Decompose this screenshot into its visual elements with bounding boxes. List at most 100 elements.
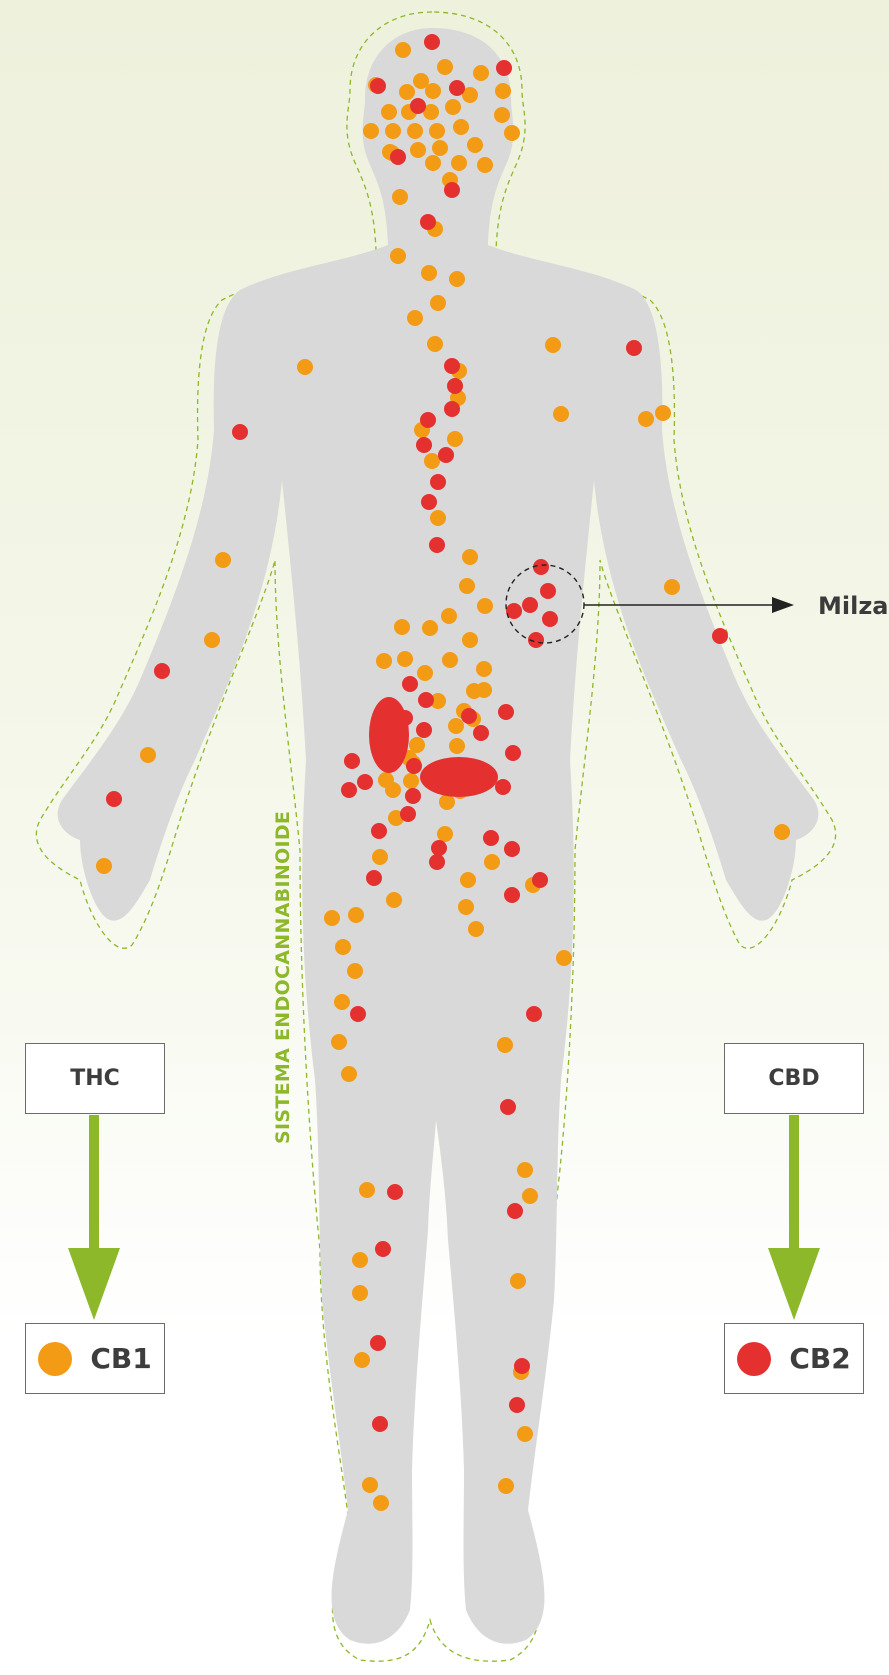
cb1-receptor-dot	[407, 123, 423, 139]
cb1-receptor-dot	[395, 42, 411, 58]
cb1-receptor-dot	[510, 1273, 526, 1289]
cb2-receptor-dot	[444, 182, 460, 198]
cb1-receptor-dot	[394, 619, 410, 635]
cb1-receptor-dot	[324, 910, 340, 926]
cb2-receptor-dot	[483, 830, 499, 846]
cb2-receptor-dot	[375, 1241, 391, 1257]
cb1-receptor-dot	[517, 1162, 533, 1178]
cb1-receptor-dot	[392, 189, 408, 205]
cb1-receptor-dot	[381, 104, 397, 120]
cb1-receptor-dot	[553, 406, 569, 422]
cb1-receptor-dot	[140, 747, 156, 763]
cb2-receptor-dot	[542, 611, 558, 627]
cb1-receptor-dot	[655, 405, 671, 421]
cb1-receptor-dot	[494, 107, 510, 123]
cb1-receptor-dot	[359, 1182, 375, 1198]
cb1-receptor-dot	[424, 453, 440, 469]
cb2-receptor-dot	[357, 774, 373, 790]
liver-organ-blob	[369, 697, 409, 773]
cb2-receptor-dot	[429, 854, 445, 870]
cb1-receptor-dot	[347, 963, 363, 979]
cb2-receptor-dot	[416, 437, 432, 453]
cb1-receptor-dot	[545, 337, 561, 353]
cb2-receptor-dot	[526, 1006, 542, 1022]
cb2-receptor-dot	[712, 628, 728, 644]
cb2-receptor-dot	[154, 663, 170, 679]
cb1-receptor-dot	[453, 119, 469, 135]
cb1-receptor-dot	[376, 653, 392, 669]
cb1-receptor-dot	[297, 359, 313, 375]
cb2-receptor-dot	[507, 1203, 523, 1219]
cb2-receptor-dot	[532, 872, 548, 888]
cb1-receptor-dot	[462, 549, 478, 565]
cb1-box: CB1	[25, 1323, 165, 1394]
cb1-receptor-dot	[664, 579, 680, 595]
cb2-receptor-dot	[405, 788, 421, 804]
cb2-receptor-dot	[431, 840, 447, 856]
cb1-receptor-dot	[437, 59, 453, 75]
cb1-receptor-dot	[335, 939, 351, 955]
cb2-receptor-dot	[370, 1335, 386, 1351]
cb2-receptor-dot	[421, 494, 437, 510]
cb1-receptor-dot	[403, 773, 419, 789]
cb1-receptor-dot	[441, 608, 457, 624]
cb2-receptor-dot	[232, 424, 248, 440]
cb1-label: CB1	[90, 1342, 151, 1375]
cb2-receptor-dot	[372, 1416, 388, 1432]
cb1-receptor-dot	[354, 1352, 370, 1368]
cb2-receptor-dot	[416, 722, 432, 738]
cb1-receptor-dot	[430, 295, 446, 311]
cb2-receptor-dot	[449, 80, 465, 96]
cb2-receptor-dot	[540, 583, 556, 599]
cb2-receptor-dot	[406, 758, 422, 774]
cbd-label: CBD	[768, 1066, 819, 1091]
cbd-to-cb2-arrow	[768, 1115, 820, 1320]
cb2-receptor-dot	[505, 745, 521, 761]
cb2-receptor-dot	[341, 782, 357, 798]
cb1-receptor-dot	[331, 1034, 347, 1050]
cb1-receptor-dot	[484, 854, 500, 870]
cb2-receptor-dot	[344, 753, 360, 769]
cb1-receptor-dot	[417, 665, 433, 681]
cb2-receptor-dot	[371, 823, 387, 839]
cb1-receptor-dot	[448, 718, 464, 734]
cb1-receptor-dot	[638, 411, 654, 427]
cb1-receptor-dot	[430, 510, 446, 526]
cb2-receptor-dot	[350, 1006, 366, 1022]
cb2-receptor-dot	[500, 1099, 516, 1115]
cb1-receptor-dot	[385, 782, 401, 798]
cb1-receptor-dot	[432, 140, 448, 156]
cb2-receptor-dot	[410, 98, 426, 114]
cb1-receptor-dot	[390, 248, 406, 264]
cb2-receptor-dot	[461, 708, 477, 724]
cb1-receptor-dot	[462, 632, 478, 648]
cb1-receptor-dot	[459, 578, 475, 594]
cb1-receptor-dot	[449, 738, 465, 754]
cb1-receptor-dot	[442, 652, 458, 668]
cb2-receptor-dot	[498, 704, 514, 720]
cb1-receptor-dot	[96, 858, 112, 874]
cb1-receptor-dot	[498, 1478, 514, 1494]
cb2-receptor-dot	[522, 597, 538, 613]
cb2-receptor-dot	[400, 806, 416, 822]
cb2-receptor-dot	[424, 34, 440, 50]
cb2-dot-icon	[737, 1342, 771, 1376]
cb1-receptor-dot	[410, 142, 426, 158]
cb2-receptor-dot	[438, 447, 454, 463]
cb1-receptor-dot	[468, 921, 484, 937]
cb1-receptor-dot	[427, 336, 443, 352]
cb1-receptor-dot	[386, 892, 402, 908]
cb1-receptor-dot	[473, 65, 489, 81]
cb1-receptor-dot	[495, 83, 511, 99]
cb1-receptor-dot	[425, 83, 441, 99]
cb1-receptor-dot	[215, 552, 231, 568]
cb1-receptor-dot	[477, 598, 493, 614]
cb1-receptor-dot	[421, 265, 437, 281]
cb1-receptor-dot	[352, 1252, 368, 1268]
cb2-receptor-dot	[473, 725, 489, 741]
cb2-receptor-dot	[444, 358, 460, 374]
cb2-receptor-dot	[447, 378, 463, 394]
cb1-receptor-dot	[447, 431, 463, 447]
thc-label: THC	[70, 1066, 120, 1091]
